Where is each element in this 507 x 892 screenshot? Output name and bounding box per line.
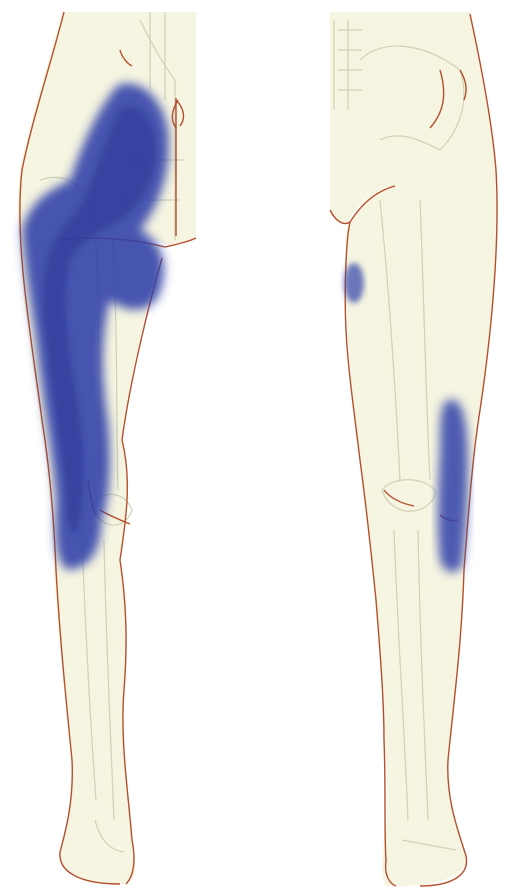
pain-overlay-medial-knee [438, 399, 468, 572]
anterior-view [330, 12, 497, 886]
posterior-view [18, 12, 196, 884]
pain-overlay-anterior-thigh [344, 263, 364, 303]
